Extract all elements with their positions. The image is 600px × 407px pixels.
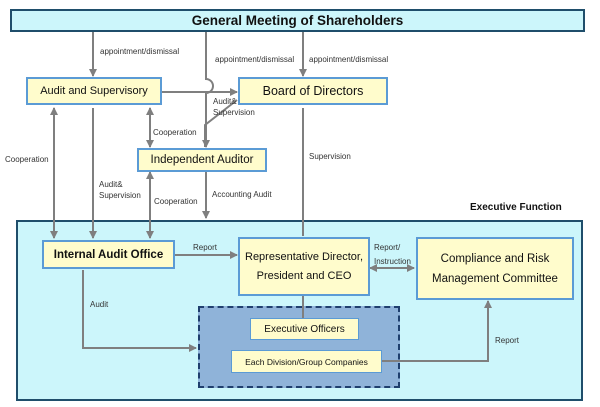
label-cooperation-3: Cooperation [154, 197, 198, 206]
representative-director-box: Representative Director, President and C… [238, 237, 370, 296]
independent-auditor-box: Independent Auditor [137, 148, 267, 172]
rep-director-line1: Representative Director, [245, 250, 363, 263]
compliance-line1: Compliance and Risk [440, 252, 550, 265]
audit-arrow-divisions [82, 270, 197, 352]
board-of-directors-box: Board of Directors [238, 77, 388, 105]
internal-audit-office-box: Internal Audit Office [42, 240, 175, 269]
audit-supervisory-box: Audit and Supervisory [26, 77, 162, 105]
label-audit-supervision-1b: Supervision [213, 108, 255, 117]
label-report-1: Report [193, 243, 218, 252]
compliance-line2: Management Committee [432, 272, 558, 285]
label-appointment-1: appointment/dismissal [100, 47, 180, 56]
label-appointment-3: appointment/dismissal [309, 55, 389, 64]
label-supervision: Supervision [309, 152, 351, 161]
appointment-arrow-auditor [202, 32, 214, 148]
label-audit-supervision-1a: Audit& [213, 97, 237, 106]
rep-director-line2: President and CEO [256, 269, 352, 282]
label-cooperation-1: Cooperation [153, 128, 197, 137]
report-arrow-divisions [382, 300, 492, 362]
executive-officers-box: Executive Officers [250, 318, 359, 340]
label-appointment-2: appointment/dismissal [215, 55, 295, 64]
label-report-instruction-a: Report/ [374, 243, 401, 252]
executive-function-title: Executive Function [470, 202, 562, 213]
label-accounting-audit: Accounting Audit [212, 190, 272, 199]
label-audit: Audit [90, 300, 109, 309]
label-report-2: Report [495, 336, 520, 345]
compliance-committee-box: Compliance and Risk Management Committee [416, 237, 574, 300]
label-cooperation-2: Cooperation [5, 155, 49, 164]
label-report-instruction-b: Instruction [374, 257, 411, 266]
divisions-box: Each Division/Group Companies [231, 350, 382, 373]
board-auditor-line [204, 99, 238, 147]
shareholders-box: General Meeting of Shareholders [10, 9, 585, 32]
label-audit-supervision-2a: Audit& [99, 180, 123, 189]
label-audit-supervision-2b: Supervision [99, 191, 141, 200]
